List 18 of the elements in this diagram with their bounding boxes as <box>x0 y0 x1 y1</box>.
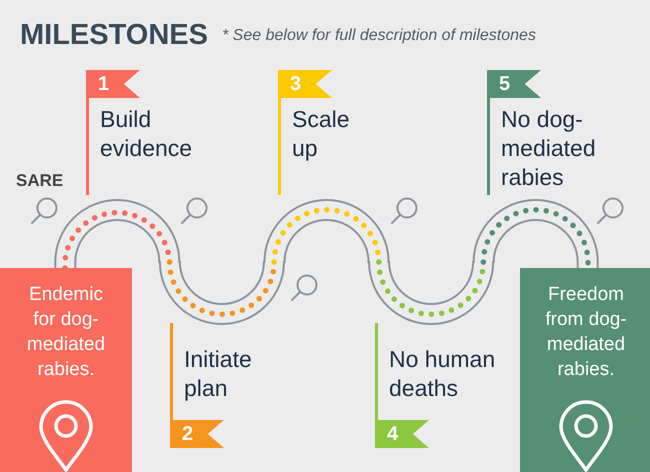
caption: * See below for full description of milestones <box>222 26 536 46</box>
state-text: Endemic for dog-mediated rabies. <box>26 283 106 382</box>
milestone-flag: 5 <box>487 70 541 98</box>
state-panel <box>520 268 650 472</box>
milestone-flag: 4 <box>375 420 429 448</box>
road-label: SARE <box>16 171 64 191</box>
state-panel <box>0 268 132 472</box>
milestone-text: Initiate plan <box>184 345 253 403</box>
winding-road <box>54 199 599 325</box>
milestone-flag: 3 <box>278 70 332 98</box>
milestone-text: No dog-mediated rabies <box>501 105 597 192</box>
milestone-flag: 2 <box>170 420 224 448</box>
title: MILESTONES <box>20 18 208 52</box>
milestone-text: No human deaths <box>389 345 496 403</box>
milestone-flag: 1 <box>86 70 140 98</box>
milestone-text: Scale up <box>292 105 351 163</box>
milestone-text: Build evidence <box>100 105 194 163</box>
state-text: Freedom from dog-mediated rabies. <box>544 283 628 382</box>
